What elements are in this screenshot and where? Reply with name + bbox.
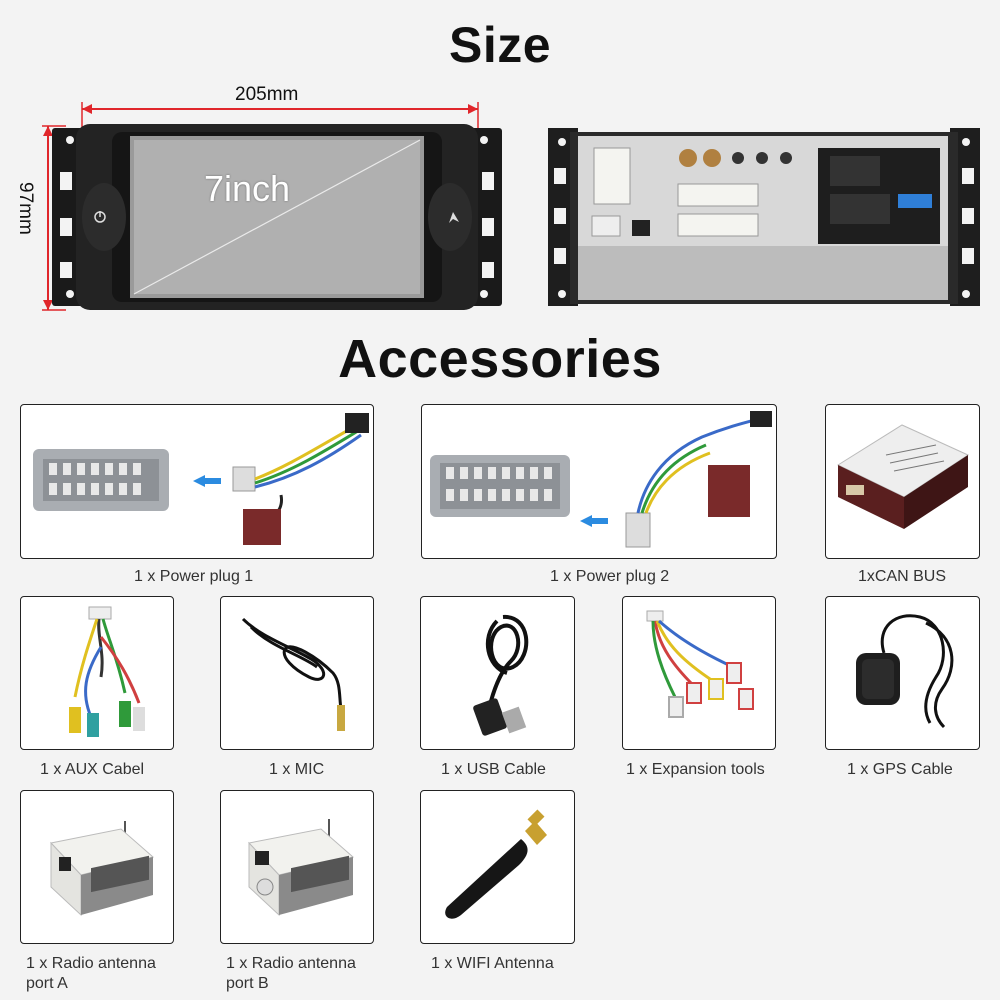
accessory-card-power-plug-1 [20,404,374,559]
accessory-card-usb-cable [420,596,575,750]
caption-expansion-tools: 1 x Expansion tools [626,761,765,778]
caption-gps-cable: 1 x GPS Cable [847,761,953,778]
caption-radio-antenna-b: 1 x Radio antenna port B [226,954,356,994]
caption-usb-cable: 1 x USB Cable [441,761,546,778]
caption-radio-antenna-a: 1 x Radio antenna port A [26,954,156,994]
screen-size-label: 7inch [204,168,291,209]
caption-radio-antenna-a-line2: port A [26,975,68,992]
accessory-card-aux-cable [20,596,174,750]
caption-mic: 1 x MIC [269,761,325,778]
power-plug-1-image [33,413,369,545]
wifi-antenna-image [445,809,547,919]
gps-cable-image [856,614,954,729]
accessory-card-expansion-tools [622,596,776,750]
can-bus-image [836,424,970,529]
accessory-card-can-bus [825,404,980,559]
power-plug-2-image [430,411,772,548]
head-unit-rear-image [548,128,980,306]
caption-power-plug-1: 1 x Power plug 1 [134,568,254,585]
caption-radio-antenna-b-line1: 1 x Radio antenna [226,955,356,972]
accessory-card-mic [220,596,374,750]
caption-wifi-antenna: 1 x WIFI Antenna [431,955,554,972]
accessory-card-radio-antenna-a [20,790,174,944]
usb-cable-image [473,614,529,736]
caption-power-plug-2: 1 x Power plug 2 [550,568,670,585]
caption-can-bus: 1xCAN BUS [858,568,947,585]
expansion-tools-image [646,610,754,718]
accessories-title: Accessories [338,329,662,389]
caption-radio-antenna-b-line2: port B [226,975,269,992]
radio-antenna-port-b-image [248,819,355,917]
accessory-card-wifi-antenna [420,790,575,944]
aux-cable-image [69,606,145,737]
width-dimension-line [81,102,479,128]
accessory-card-radio-antenna-b [220,790,374,944]
accessory-card-power-plug-2 [421,404,777,559]
mic-image [241,617,345,731]
radio-antenna-port-a-image [50,821,155,917]
caption-radio-antenna-a-line1: 1 x Radio antenna [26,955,156,972]
width-dimension-label: 205mm [235,84,299,105]
height-dimension-line [42,125,66,311]
accessory-card-gps-cable [825,596,980,750]
height-dimension-label: 97mm [15,182,36,235]
caption-aux-cable: 1 x AUX Cabel [40,761,145,778]
head-unit-front-image [52,124,502,310]
size-title: Size [448,17,552,73]
